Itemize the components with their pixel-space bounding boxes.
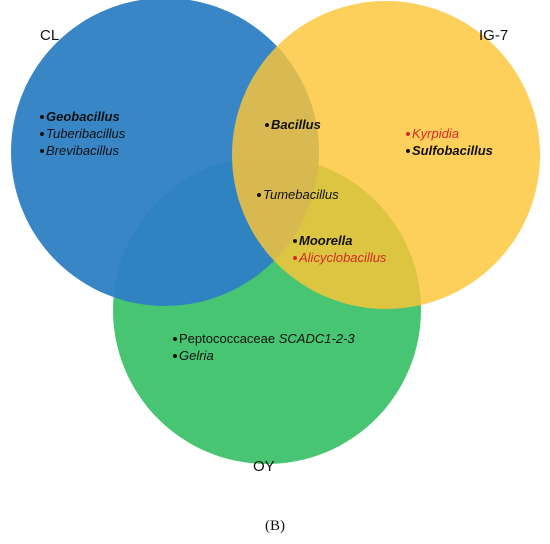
- set-label-ig7: IG-7: [479, 27, 509, 44]
- taxon-tumebacillus: Tumebacillus: [257, 187, 339, 203]
- bullet-icon: [173, 353, 177, 358]
- taxon-geobacillus: Geobacillus: [40, 109, 120, 125]
- taxon-alicyclobacillus: Alicyclobacillus: [293, 250, 386, 266]
- taxon-bacillus: Bacillus: [265, 117, 321, 133]
- taxon-label-strain: SCADC1-2-3: [278, 331, 355, 346]
- ig7-circle: [232, 1, 540, 309]
- taxon-tuberibacillus: Tuberibacillus: [40, 126, 125, 142]
- cl-circle: [11, 0, 319, 306]
- bullet-icon: [257, 192, 261, 197]
- set-label-cl: CL: [40, 27, 60, 44]
- taxon-label: Tuberibacillus: [46, 126, 126, 141]
- taxon-sulfobacillus: Sulfobacillus: [406, 143, 493, 159]
- taxon-gelria: Gelria: [173, 348, 214, 364]
- taxon-label: Geobacillus: [46, 109, 120, 124]
- bullet-icon: [406, 148, 410, 153]
- taxon-peptococcaceae: Peptococcaceae SCADC1-2-3: [173, 331, 355, 347]
- bullet-icon: [40, 131, 44, 136]
- bullet-icon: [40, 148, 44, 153]
- bullet-icon: [293, 238, 297, 243]
- taxon-label: Kyrpidia: [412, 126, 459, 141]
- taxon-label: Moorella: [299, 233, 353, 248]
- taxon-label: Tumebacillus: [263, 187, 339, 202]
- figure-caption: (B): [265, 518, 285, 534]
- taxon-label: Bacillus: [271, 117, 321, 132]
- taxon-label: Brevibacillus: [46, 143, 119, 158]
- taxon-label: Sulfobacillus: [412, 143, 493, 158]
- bullet-icon: [173, 336, 177, 341]
- bullet-icon: [293, 255, 297, 260]
- taxon-moorella: Moorella: [293, 233, 352, 249]
- taxon-kyrpidia: Kyrpidia: [406, 126, 459, 142]
- bullet-icon: [40, 114, 44, 119]
- taxon-label: Alicyclobacillus: [299, 250, 387, 265]
- bullet-icon: [265, 122, 269, 127]
- taxon-label-family: Peptococcaceae: [179, 331, 276, 346]
- taxon-brevibacillus: Brevibacillus: [40, 143, 119, 159]
- taxon-label: Gelria: [179, 348, 214, 363]
- bullet-icon: [406, 131, 410, 136]
- set-label-oy: OY: [253, 458, 275, 475]
